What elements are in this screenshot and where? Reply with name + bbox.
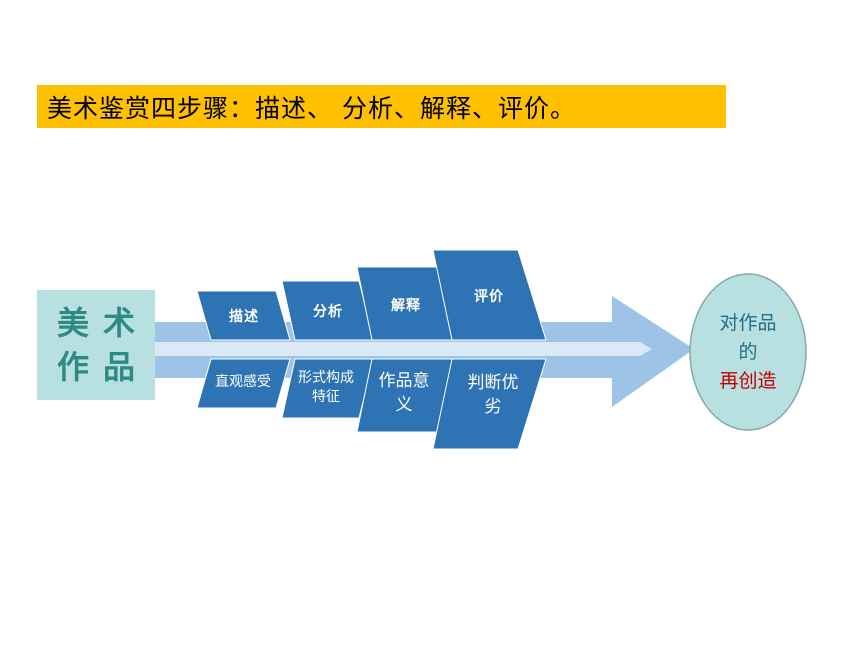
title-bar: 美术鉴赏四步骤：描述、 分析、解释、评价。 xyxy=(37,85,726,128)
step-1-bottom-chevron xyxy=(196,358,291,409)
step-1-top-chevron xyxy=(196,290,291,341)
result-line-3: 再创造 xyxy=(719,370,777,392)
step-1-label: 描述 xyxy=(229,309,259,325)
step-3-label: 解释 xyxy=(391,298,421,314)
main-arrow-highlight xyxy=(150,342,652,356)
step-1-detail: 直观感受 xyxy=(215,373,271,390)
slide-title: 美术鉴赏四步骤：描述、 分析、解释、评价。 xyxy=(47,93,576,123)
step-4-top-chevron xyxy=(432,249,547,341)
result-circle xyxy=(689,273,807,431)
result-line-1: 对作品 xyxy=(719,312,777,334)
result-text: 对作品 的 再创造 xyxy=(690,275,806,430)
step-4-detail: 判断优劣 xyxy=(467,373,519,417)
artwork-box: 美术 作品 xyxy=(37,290,155,400)
step-4-label: 评价 xyxy=(474,289,504,305)
step-2-detail: 形式构成特征 xyxy=(298,370,354,405)
step-3-detail: 作品意义 xyxy=(378,371,430,415)
step-2-bottom-chevron xyxy=(281,358,375,419)
artwork-line-1: 美术 xyxy=(56,304,149,342)
step-2-label: 分析 xyxy=(313,304,343,320)
result-line-2: 的 xyxy=(738,341,758,363)
step-4-bottom-chevron xyxy=(432,358,547,450)
artwork-line-2: 作品 xyxy=(56,348,149,386)
